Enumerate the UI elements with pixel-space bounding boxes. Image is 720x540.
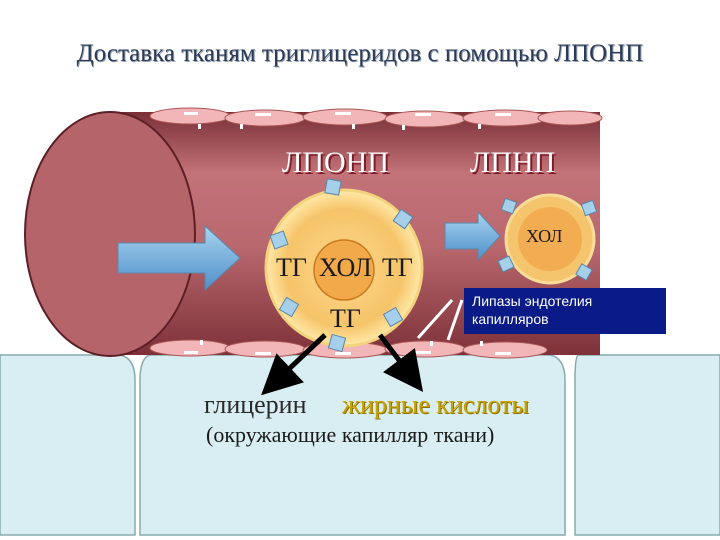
tissue-cell-right xyxy=(574,354,720,536)
endothelium-top-marks xyxy=(184,112,511,130)
glycerol-arrow-icon xyxy=(261,333,327,396)
label-tissues: (окружающие капилляр ткани) xyxy=(206,422,495,447)
tissue-cell-left xyxy=(0,354,136,536)
lipase-label-box: Липазы эндотелия капилляров xyxy=(464,288,666,334)
flow-arrow-left-icon xyxy=(117,224,241,292)
flow-arrow-middle-icon xyxy=(444,210,501,262)
vldl-apoproteins xyxy=(269,178,414,353)
lipase-pointer-arrow-icon xyxy=(446,299,464,341)
lipase-label: Липазы эндотелия капилляров xyxy=(472,293,593,327)
endothelium-top xyxy=(149,107,603,128)
label-tg-left: ТГ xyxy=(276,253,307,282)
tissue-cell-center xyxy=(139,354,566,536)
capillary-opening xyxy=(24,111,196,357)
lipase-pointer-arrow-icon-2 xyxy=(416,298,454,340)
label-fatty-acids: жирные кислоты xyxy=(342,390,529,419)
label-vldl: ЛПОНП xyxy=(282,146,390,179)
cholesterol-core xyxy=(313,239,375,301)
label-tg-right: ТГ xyxy=(382,253,413,282)
label-cholesterol: ХОЛ xyxy=(319,253,372,282)
label-ldl-cholesterol: ХОЛ xyxy=(526,226,563,246)
ldl-core xyxy=(518,207,582,271)
page-title: Доставка тканям триглицеридов с помощью … xyxy=(76,40,644,67)
label-tg-bottom: ТГ xyxy=(330,304,361,333)
fatty-acids-arrow-icon xyxy=(378,333,424,392)
endothelium-bottom xyxy=(149,339,548,359)
label-ldl: ЛПНП xyxy=(470,146,556,179)
ldl-apoproteins xyxy=(497,197,598,281)
label-glycerol: глицерин xyxy=(204,390,307,419)
